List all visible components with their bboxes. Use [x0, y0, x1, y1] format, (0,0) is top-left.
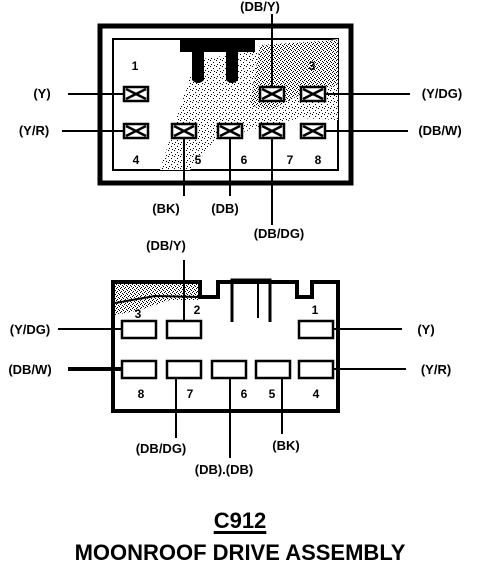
- component-pin-number: 4: [313, 387, 320, 401]
- component-pin-8: [120, 359, 158, 380]
- component-pin-3: [120, 319, 158, 340]
- connector-id-text: C912: [213, 508, 267, 533]
- harness-wire-label: (DB/W): [418, 123, 461, 138]
- harness-wire-label: (DB/DG): [254, 226, 305, 241]
- harness-pin-4: [122, 122, 150, 140]
- component-pin-number: 1: [312, 303, 319, 317]
- component-wire-label: (DB).(DB): [195, 462, 253, 477]
- component-shading: [115, 284, 198, 315]
- component-wire-label: (Y): [417, 322, 434, 337]
- component-pin-number: 6: [241, 387, 248, 401]
- harness-leader-lines: [62, 14, 410, 225]
- component-leader-lines: [58, 260, 406, 458]
- component-wire-label: (BK): [272, 438, 299, 453]
- harness-wire-label: (DB/Y): [240, 0, 280, 14]
- component-keyway: [230, 278, 272, 322]
- harness-pin-number: 8: [315, 153, 322, 167]
- harness-wire-label: (Y/R): [19, 123, 49, 138]
- component-wire-label: (Y/R): [421, 362, 451, 377]
- harness-wire-label: (BK): [152, 201, 179, 216]
- component-wire-label: (DB/DG): [136, 441, 187, 456]
- component-wire-label: (Y/DG): [10, 322, 50, 337]
- component-pin-7: [165, 359, 203, 380]
- harness-pin-6: [216, 122, 244, 140]
- harness-pin-7: [258, 122, 286, 140]
- harness-pin-number: 7: [287, 153, 294, 167]
- harness-pin-2: [258, 85, 286, 103]
- harness-connector: 1 3 4 5 6 7 8 (Y) (DB/Y) (Y/DG) (Y/R) (B…: [19, 0, 462, 241]
- component-pin-2: [165, 319, 203, 340]
- component-pin-number: 5: [269, 387, 276, 401]
- harness-pin-number: 6: [241, 153, 248, 167]
- harness-wire-label: (DB): [211, 201, 238, 216]
- harness-wire-label: (Y): [33, 86, 50, 101]
- harness-pin-number: 4: [133, 153, 140, 167]
- component-pin-1: [297, 319, 335, 340]
- connector-id: C912: [0, 508, 480, 534]
- component-pin-6: [210, 359, 248, 380]
- harness-pin-3: [299, 85, 327, 103]
- harness-pin-number: 5: [195, 153, 202, 167]
- component-wire-label: (DB/Y): [146, 238, 186, 253]
- component-connector: 3 2 1 8 7 6 5 4 (DB/Y) (Y/DG) (Y) (DB/W)…: [8, 238, 451, 477]
- component-wire-label: (DB/W): [8, 362, 51, 377]
- component-pin-number: 3: [135, 307, 142, 321]
- component-pin-5: [254, 359, 292, 380]
- harness-wire-label: (Y/DG): [422, 86, 462, 101]
- component-pin-number: 7: [187, 387, 194, 401]
- harness-pin-8: [299, 122, 327, 140]
- harness-pin-1: [122, 85, 150, 103]
- harness-pin-number: 1: [132, 59, 139, 73]
- component-pin-4: [297, 359, 335, 380]
- harness-lock-tab: [180, 39, 255, 83]
- component-pin-number: 8: [138, 387, 145, 401]
- harness-pin-number: 3: [309, 59, 316, 73]
- harness-pin-5: [170, 122, 198, 140]
- component-pin-number: 2: [194, 303, 201, 317]
- assembly-name: MOONROOF DRIVE ASSEMBLY: [74, 540, 406, 565]
